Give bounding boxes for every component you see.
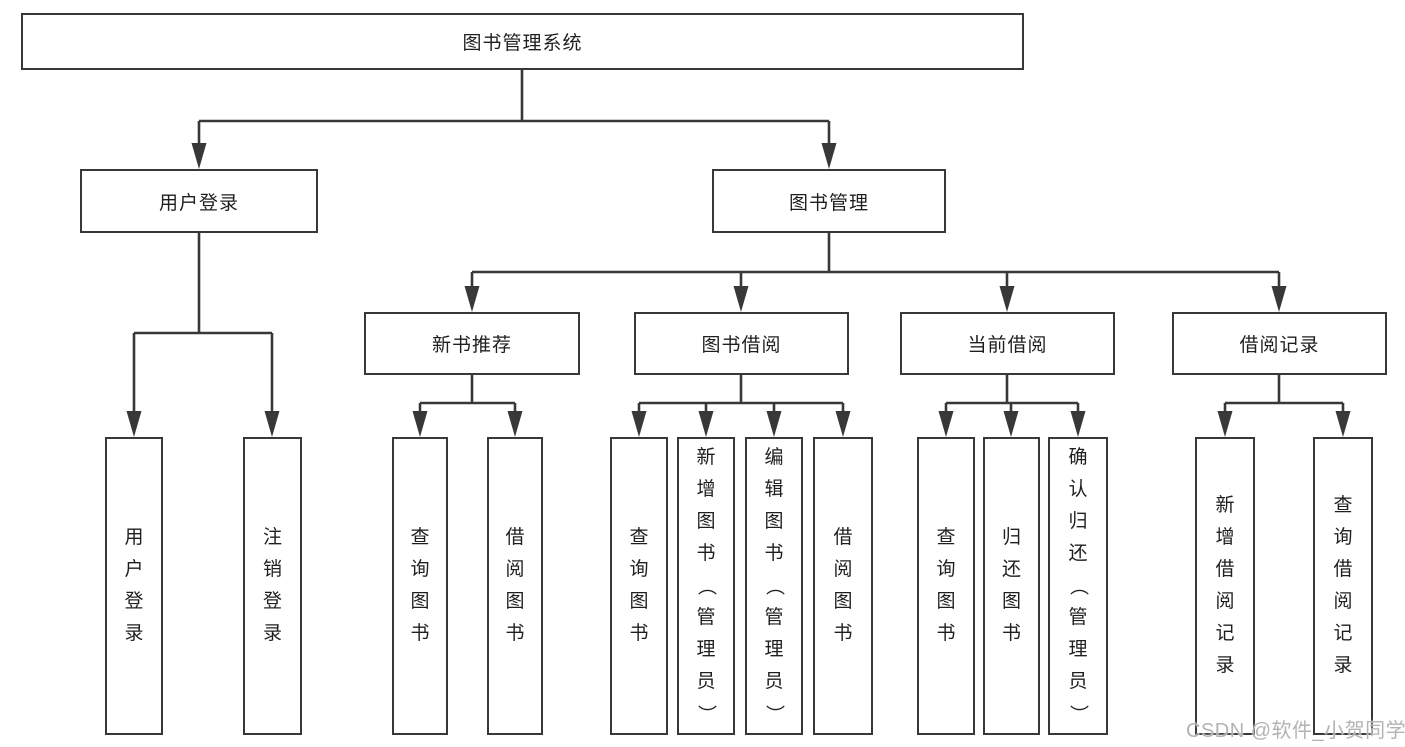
node-current-borrowing: 当前借阅 [900, 312, 1115, 375]
node-label: 新书推荐 [431, 335, 512, 356]
leaf-confirm-return-admin: 确认归还（管理员） [1048, 437, 1108, 735]
leaf-return-book: 归还图书 [983, 437, 1040, 735]
node-label: 图书管理系统 [462, 33, 583, 54]
node-label: 图书管理 [788, 192, 869, 214]
leaf-query-book-recommend: 查询图书 [392, 437, 448, 735]
node-new-book-recommend: 新书推荐 [364, 312, 580, 375]
leaf-logout: 注销登录 [243, 437, 302, 735]
leaf-query-borrow-record: 查询借阅记录 [1313, 437, 1373, 735]
csdn-watermark: CSDN @软件_小贺同学 [1186, 720, 1405, 742]
node-user-login: 用户登录 [80, 169, 318, 233]
node-label: 用户登录 [158, 192, 239, 214]
node-root-library-system: 图书管理系统 [21, 13, 1024, 70]
leaf-borrow-book-borrowing: 借阅图书 [813, 437, 873, 735]
node-book-borrowing: 图书借阅 [634, 312, 849, 375]
leaf-add-borrow-record: 新增借阅记录 [1195, 437, 1255, 735]
leaf-borrow-book-recommend: 借阅图书 [487, 437, 543, 735]
leaf-edit-book-admin: 编辑图书（管理员） [745, 437, 803, 735]
node-book-management: 图书管理 [712, 169, 946, 233]
node-label: 借阅记录 [1239, 335, 1320, 356]
leaf-query-book-current: 查询图书 [917, 437, 975, 735]
node-label: 当前借阅 [967, 335, 1048, 356]
leaf-user-login: 用户登录 [105, 437, 163, 735]
node-label: 图书借阅 [701, 335, 782, 356]
leaf-add-book-admin: 新增图书（管理员） [677, 437, 735, 735]
leaf-query-book-borrowing: 查询图书 [610, 437, 668, 735]
node-borrowing-records: 借阅记录 [1172, 312, 1387, 375]
